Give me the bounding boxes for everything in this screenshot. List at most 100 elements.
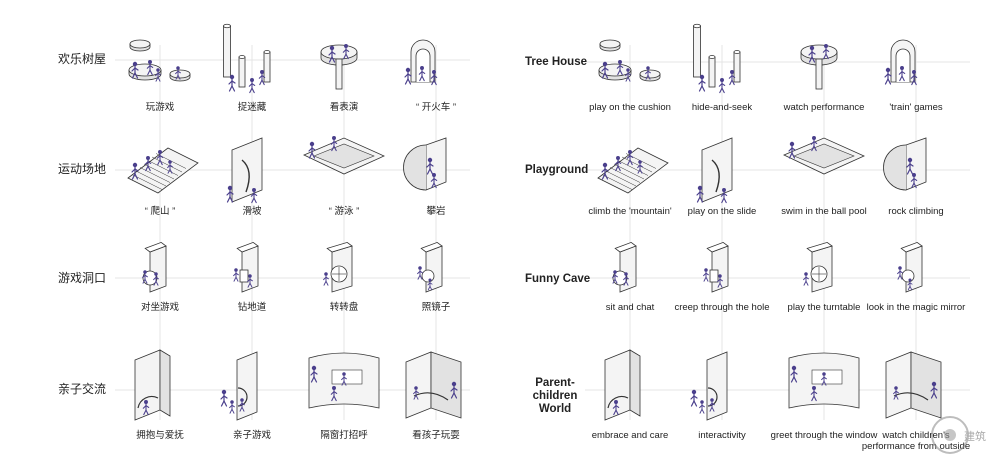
activity-caption: hide-and-seek <box>691 102 753 113</box>
activity-cell: 照镜子 <box>386 240 486 330</box>
watermark-text: 建筑 <box>964 429 986 443</box>
activity-cell: embrace and care <box>580 348 680 441</box>
activity-cell: watch performance <box>774 22 874 113</box>
activity-cell: play on the cushion <box>580 22 680 113</box>
activity-cell: “ 开火车 ” <box>386 22 486 113</box>
cave-turntable-icon <box>803 241 833 293</box>
playground-slide-icon <box>696 137 733 204</box>
activity-cell: 玩游戏 <box>110 22 210 113</box>
parent-play-icon <box>220 351 258 421</box>
activity-cell: 隔窗打招呼 <box>294 348 394 441</box>
row-title: 游戏洞口 <box>58 271 107 285</box>
chinese-panel: 欢乐树屋 运动场地 游戏洞口 亲子交流 玩游戏 <box>58 22 486 441</box>
parent-embrace-icon <box>604 349 641 421</box>
cave-tunnel-icon <box>703 241 729 293</box>
row-title: Parent-children World <box>532 377 578 415</box>
activity-caption: 看表演 <box>329 102 359 113</box>
tree-house-cushion-icon <box>598 39 661 82</box>
playground-stairs-icon <box>127 147 199 194</box>
tree-house-pillars-icon <box>223 23 271 94</box>
playground-ball-pool-icon <box>303 136 385 175</box>
activity-cell: rock climbing <box>866 130 966 220</box>
activity-cell: swim in the ball pool <box>774 130 874 220</box>
activity-cell: play the turntable <box>774 240 874 330</box>
activity-caption: 看孩子玩耍 <box>412 430 460 441</box>
activity-caption: rock climbing <box>888 206 944 217</box>
activity-caption: creep through the hole <box>674 302 770 313</box>
activity-cell: 捉迷藏 <box>202 22 302 113</box>
activity-cell: interactivity <box>672 348 772 441</box>
activity-caption: play on the cushion <box>589 102 671 113</box>
activity-cell: look in the magic mirror <box>866 240 966 330</box>
activity-caption: greet through the window <box>770 430 878 441</box>
activity-cell: sit and chat <box>580 240 680 330</box>
playground-slide-icon <box>226 137 263 204</box>
playground-climbing-wall-icon <box>883 137 927 191</box>
activity-cell: 看孩子玩耍 <box>386 348 486 441</box>
parent-embrace-icon <box>134 349 171 421</box>
cave-mirror-icon <box>897 241 923 293</box>
activity-caption: 捉迷藏 <box>237 102 267 113</box>
activity-cell: 对坐游戏 <box>110 240 210 330</box>
activity-cell: 拥抱与爱抚 <box>110 348 210 441</box>
activity-caption: 亲子游戏 <box>232 430 271 441</box>
activity-caption: watch performance <box>783 102 865 113</box>
activity-caption: look in the magic mirror <box>866 302 966 313</box>
activity-caption: 攀岩 <box>426 206 446 217</box>
tree-house-cushion-icon <box>128 39 191 82</box>
activity-caption: 钻地道 <box>237 302 267 313</box>
cave-sit-icon <box>142 241 167 293</box>
activity-caption: play on the slide <box>687 206 757 217</box>
activity-cell: climb the 'mountain' <box>580 130 680 220</box>
activity-caption: interactivity <box>698 430 746 441</box>
activity-caption: 玩游戏 <box>145 102 175 113</box>
playground-stairs-icon <box>597 147 669 194</box>
cave-turntable-icon <box>323 241 353 293</box>
activity-caption: embrace and care <box>591 430 669 441</box>
activity-caption: watch children's performance from outsid… <box>861 430 971 452</box>
activity-caption: sit and chat <box>605 302 655 313</box>
english-panel: Tree House Playground Funny Cave Parent-… <box>500 0 1000 465</box>
activity-caption: 对坐游戏 <box>140 302 179 313</box>
cave-sit-icon <box>612 241 637 293</box>
tree-house-pillars-icon <box>693 23 741 94</box>
activity-cell: play on the slide <box>672 130 772 220</box>
playground-ball-pool-icon <box>783 136 865 175</box>
activity-caption: 转转盘 <box>329 302 359 313</box>
activity-caption: “ 爬山 ” <box>144 206 176 217</box>
activity-caption: “ 开火车 ” <box>415 102 457 113</box>
cave-tunnel-icon <box>233 241 259 293</box>
activity-cell: 看表演 <box>294 22 394 113</box>
activity-cell: creep through the hole <box>672 240 772 330</box>
activity-caption: 照镜子 <box>421 302 451 313</box>
playground-climbing-wall-icon <box>403 137 447 191</box>
activity-cell: 钻地道 <box>202 240 302 330</box>
activity-cell: 'train' games <box>866 22 966 113</box>
row-title: Playground <box>525 164 589 176</box>
activity-cell: 转转盘 <box>294 240 394 330</box>
activity-cell: “ 爬山 ” <box>110 130 210 220</box>
row-title: 运动场地 <box>58 162 107 176</box>
activity-caption: 拥抱与爱抚 <box>136 430 184 441</box>
activity-cell: 攀岩 <box>386 130 486 220</box>
activity-cell: watch children's performance from outsid… <box>862 348 970 452</box>
row-title: Funny Cave <box>525 273 591 285</box>
activity-cell: 亲子游戏 <box>202 348 302 441</box>
activity-caption: climb the 'mountain' <box>588 206 672 217</box>
parent-watch-icon <box>885 351 942 419</box>
activity-cell: hide-and-seek <box>672 22 772 113</box>
activity-cell: “ 游泳 ” <box>294 130 394 220</box>
parent-play-icon <box>690 351 728 421</box>
activity-caption: swim in the ball pool <box>781 206 867 217</box>
tree-house-stage-icon <box>800 44 838 90</box>
row-title: 亲子交流 <box>58 382 107 396</box>
parent-watch-icon <box>405 351 462 419</box>
activity-caption: 滑坡 <box>242 206 262 217</box>
activity-caption: 隔窗打招呼 <box>320 430 368 441</box>
activity-caption: “ 游泳 ” <box>328 206 360 217</box>
activity-cell: 滑坡 <box>202 130 302 220</box>
tree-house-arch-icon <box>884 39 918 86</box>
activity-caption: 'train' games <box>889 102 943 113</box>
row-title: Tree House <box>525 56 587 68</box>
activity-caption: play the turntable <box>787 302 861 313</box>
